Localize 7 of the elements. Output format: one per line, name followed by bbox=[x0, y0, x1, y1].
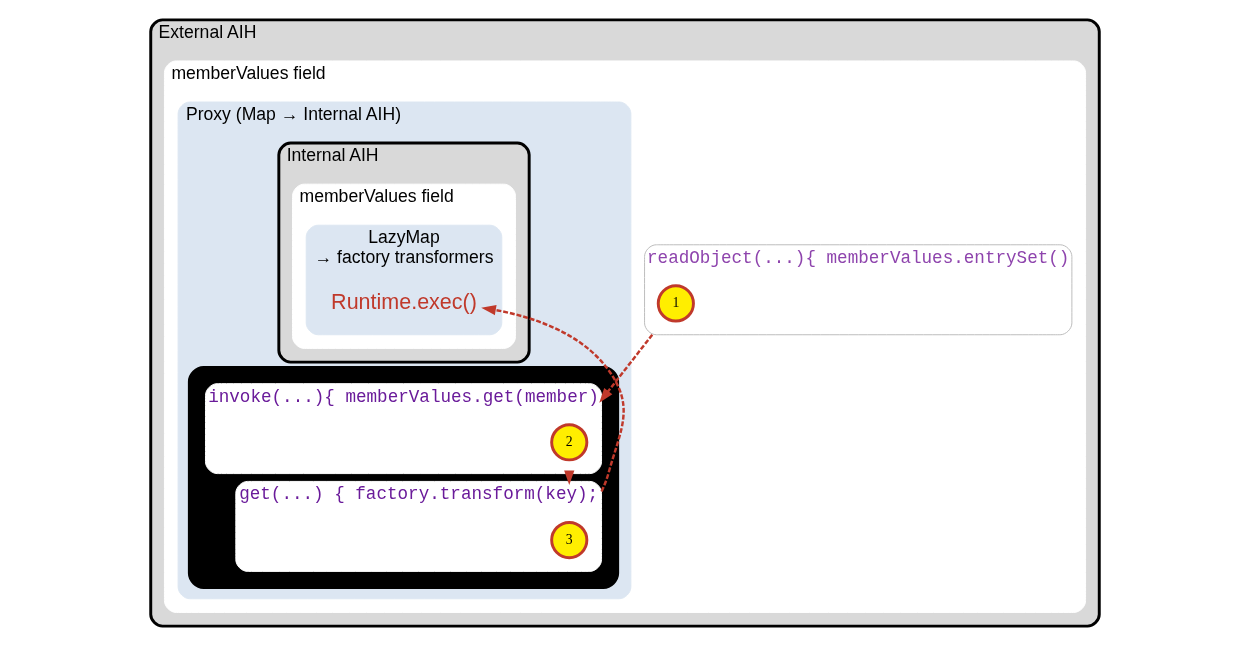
node-circle: 2 bbox=[550, 423, 589, 462]
node-circle: 3 bbox=[550, 521, 589, 560]
arrow bbox=[599, 334, 654, 403]
node-text: Runtime.exec() bbox=[331, 289, 477, 314]
node-circle: 1 bbox=[656, 284, 695, 323]
cluster bbox=[187, 366, 620, 589]
arrow bbox=[481, 304, 625, 493]
